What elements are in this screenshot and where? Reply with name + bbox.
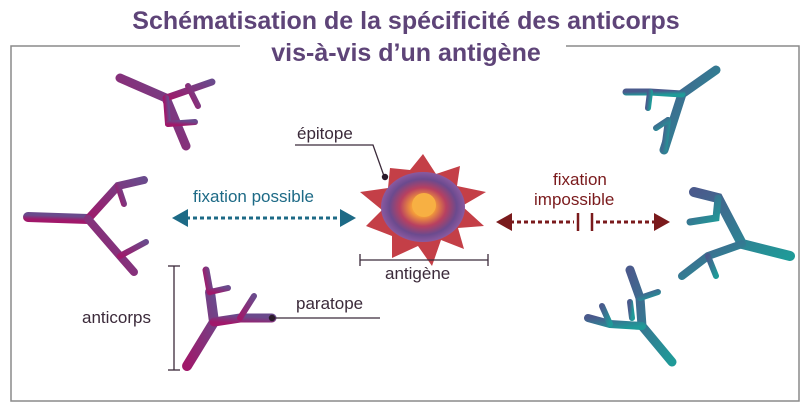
- fixation-possible-arrow: [172, 209, 356, 227]
- fixation-impossible-label-line2: impossible: [534, 190, 615, 209]
- antibody-mid-right: [678, 187, 795, 280]
- antibody-top-left: [115, 73, 216, 151]
- antibody-label: anticorps: [82, 308, 151, 327]
- title-line-1: Schématisation de la spécificité des ant…: [132, 7, 680, 35]
- antigen: [360, 154, 486, 266]
- title-line-2: vis-à-vis d’un antigène: [271, 39, 541, 67]
- fixation-possible-label: fixation possible: [193, 187, 314, 206]
- fixation-impossible-label-line1: fixation: [553, 170, 607, 189]
- antigen-size-bracket: [359, 254, 489, 266]
- arrowhead-left: [172, 209, 188, 227]
- arrowhead-right: [654, 213, 670, 231]
- arrowhead-left: [496, 213, 512, 231]
- antibody-mid-left: [23, 176, 149, 276]
- antibody-top-right: [622, 65, 721, 155]
- epitope-marker: [381, 173, 389, 181]
- antibody-size-bracket: [168, 265, 180, 371]
- fixation-impossible-arrow: [496, 213, 670, 231]
- frame-border: [10, 45, 800, 402]
- antigen-core: [412, 193, 436, 217]
- arrowhead-right: [340, 209, 356, 227]
- paratope-marker: [268, 314, 276, 322]
- antigen-label: antigène: [385, 264, 451, 283]
- antibody-bottom-left: [182, 266, 277, 371]
- paratope-label: paratope: [296, 294, 364, 313]
- epitope-label: épitope: [297, 124, 353, 143]
- antibody-bottom-right: [584, 265, 677, 367]
- epitope-leader-line: [295, 144, 385, 177]
